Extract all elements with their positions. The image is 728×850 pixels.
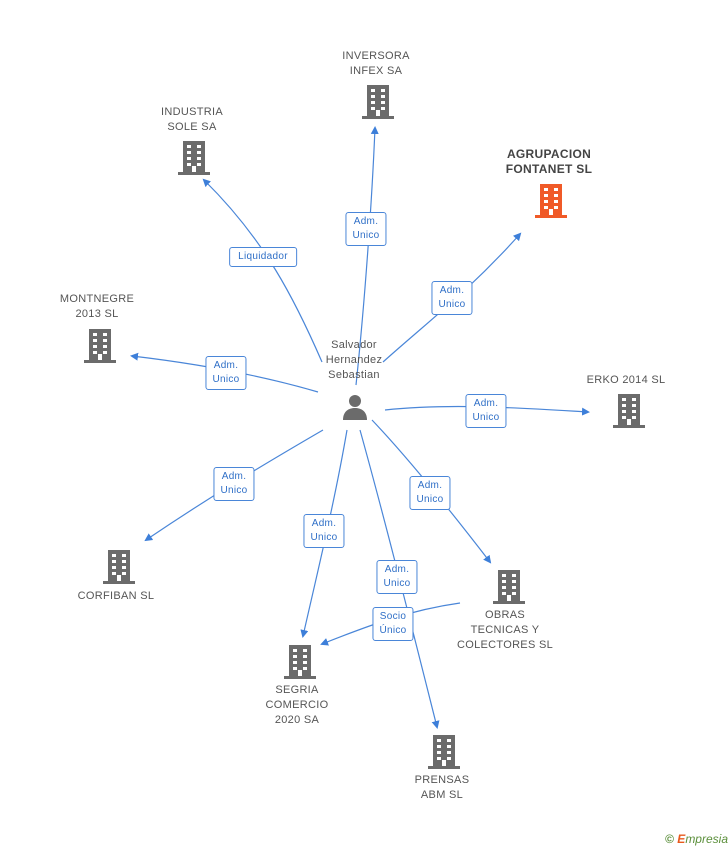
company-label-agrupacion[interactable]: AGRUPACION FONTANET SL [505,147,593,176]
brand-initial: E [677,832,686,846]
company-label-segria[interactable]: SEGRIA COMERCIO 2020 SA [265,684,329,726]
building-icon[interactable] [178,141,210,175]
person-icon[interactable] [341,393,369,421]
relation-badge-inversora[interactable]: Adm. Unico [345,212,387,246]
company-label-corfiban[interactable]: CORFIBAN SL [77,590,155,602]
relation-badge-erko[interactable]: Adm. Unico [465,394,507,428]
building-icon[interactable] [362,85,394,119]
relation-badge-segria[interactable]: Adm. Unico [303,514,345,548]
company-label-inversora[interactable]: INVERSORA INFEX SA [342,50,410,77]
relation-badge-corfiban[interactable]: Adm. Unico [213,467,255,501]
edge-industria [202,178,323,363]
company-label-prensas[interactable]: PRENSAS ABM SL [414,774,470,801]
building-icon[interactable] [613,394,645,428]
building-icon[interactable] [493,570,525,604]
edge-inversora [355,126,379,386]
building-icon[interactable] [535,184,567,218]
center-person-name: Salvador Hernandez Sebastian [325,339,383,381]
relation-badge-obras-segria[interactable]: Socio Único [372,607,414,641]
copyright-symbol: © [665,832,674,846]
company-label-industria[interactable]: INDUSTRIA SOLE SA [161,106,223,133]
building-icon[interactable] [284,645,316,679]
relation-badge-industria[interactable]: Liquidador [229,247,297,267]
relation-badge-prensas[interactable]: Adm. Unico [376,560,418,594]
company-label-obras[interactable]: OBRAS TECNICAS Y COLECTORES SL [456,609,554,651]
building-icon[interactable] [84,329,116,363]
relation-badge-obras[interactable]: Adm. Unico [409,476,451,510]
building-icon[interactable] [103,550,135,584]
company-label-montnegre[interactable]: MONTNEGRE 2013 SL [59,293,135,320]
relation-badge-agrupacion[interactable]: Adm. Unico [431,281,473,315]
company-label-erko[interactable]: ERKO 2014 SL [586,374,666,386]
footer-brand: © Empresia [665,832,728,846]
building-icon[interactable] [428,735,460,769]
relation-badge-montnegre[interactable]: Adm. Unico [205,356,247,390]
brand-name: mpresia [685,832,728,846]
